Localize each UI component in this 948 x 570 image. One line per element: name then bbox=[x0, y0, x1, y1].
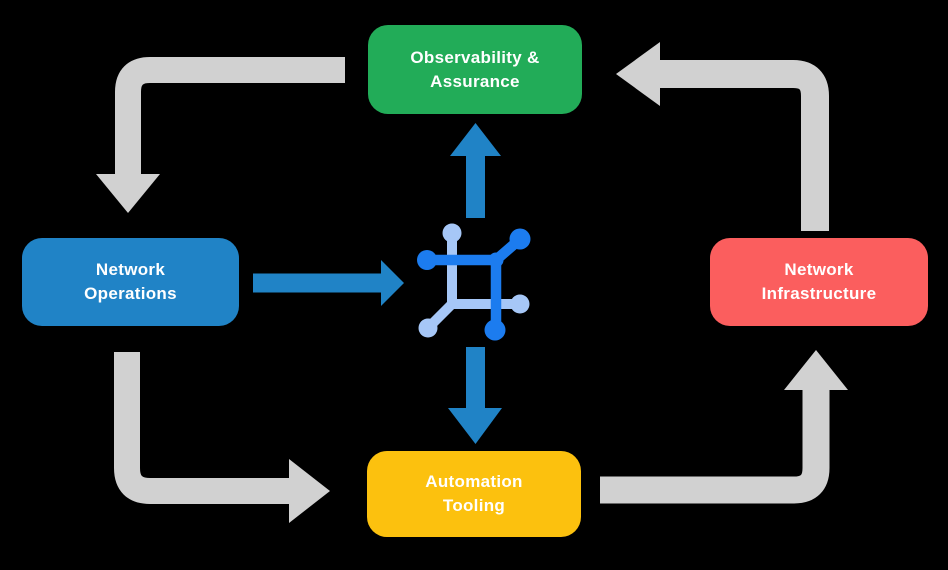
arrow-platform-to-observability bbox=[450, 123, 501, 218]
node-label: Observability & Assurance bbox=[410, 46, 539, 94]
arrow-operations-to-automation bbox=[114, 352, 330, 523]
arrowhead-left-icon bbox=[616, 42, 660, 106]
node-network-operations: Network Operations bbox=[22, 238, 239, 326]
arrowhead-right-icon bbox=[289, 459, 330, 523]
node-label: Network Infrastructure bbox=[762, 258, 877, 306]
arrow-operations-to-platform bbox=[253, 260, 404, 306]
arrow-shaft bbox=[114, 352, 292, 504]
node-label-line: Network bbox=[784, 260, 854, 279]
icon-node-top bbox=[442, 223, 462, 243]
arrowhead-up-icon bbox=[450, 123, 501, 156]
arrow-shaft bbox=[115, 57, 345, 176]
icon-node-left bbox=[417, 250, 437, 270]
icon-node-top-right bbox=[509, 228, 531, 250]
arrowhead-down-icon bbox=[448, 408, 502, 444]
arrowhead-down-icon bbox=[96, 174, 160, 213]
node-label-line: Automation bbox=[425, 472, 523, 491]
node-label-line: Network bbox=[95, 260, 166, 279]
icon-junction bbox=[488, 252, 504, 268]
arrowhead-right-icon bbox=[381, 260, 404, 306]
icon-node-right bbox=[510, 294, 530, 314]
arrow-automation-to-infrastructure bbox=[600, 350, 848, 504]
arrow-observability-to-operations bbox=[96, 57, 345, 213]
node-label-line: Assurance bbox=[430, 71, 520, 91]
arrowhead-up-icon bbox=[784, 350, 848, 390]
node-label: Automation Tooling bbox=[425, 470, 522, 518]
node-observability-assurance: Observability & Assurance bbox=[368, 25, 582, 114]
node-label-line: Tooling bbox=[442, 496, 506, 515]
node-label: Network Operations bbox=[84, 258, 177, 306]
node-automation-tooling: Automation Tooling bbox=[367, 451, 581, 537]
arrow-shaft bbox=[600, 389, 830, 504]
icon-node-bottom bbox=[484, 319, 506, 341]
node-network-infrastructure: Network Infrastructure bbox=[710, 238, 928, 326]
arrow-platform-to-automation bbox=[448, 347, 502, 444]
arrow-infrastructure-to-observability bbox=[616, 42, 829, 231]
arrow-shaft bbox=[658, 60, 829, 231]
node-label-line: Infrastructure bbox=[761, 284, 877, 303]
icon-node-bottom-left bbox=[418, 318, 438, 338]
node-label-line: Observability & bbox=[410, 47, 540, 67]
node-label-line: Operations bbox=[84, 284, 177, 303]
network-platform-icon bbox=[417, 223, 531, 341]
